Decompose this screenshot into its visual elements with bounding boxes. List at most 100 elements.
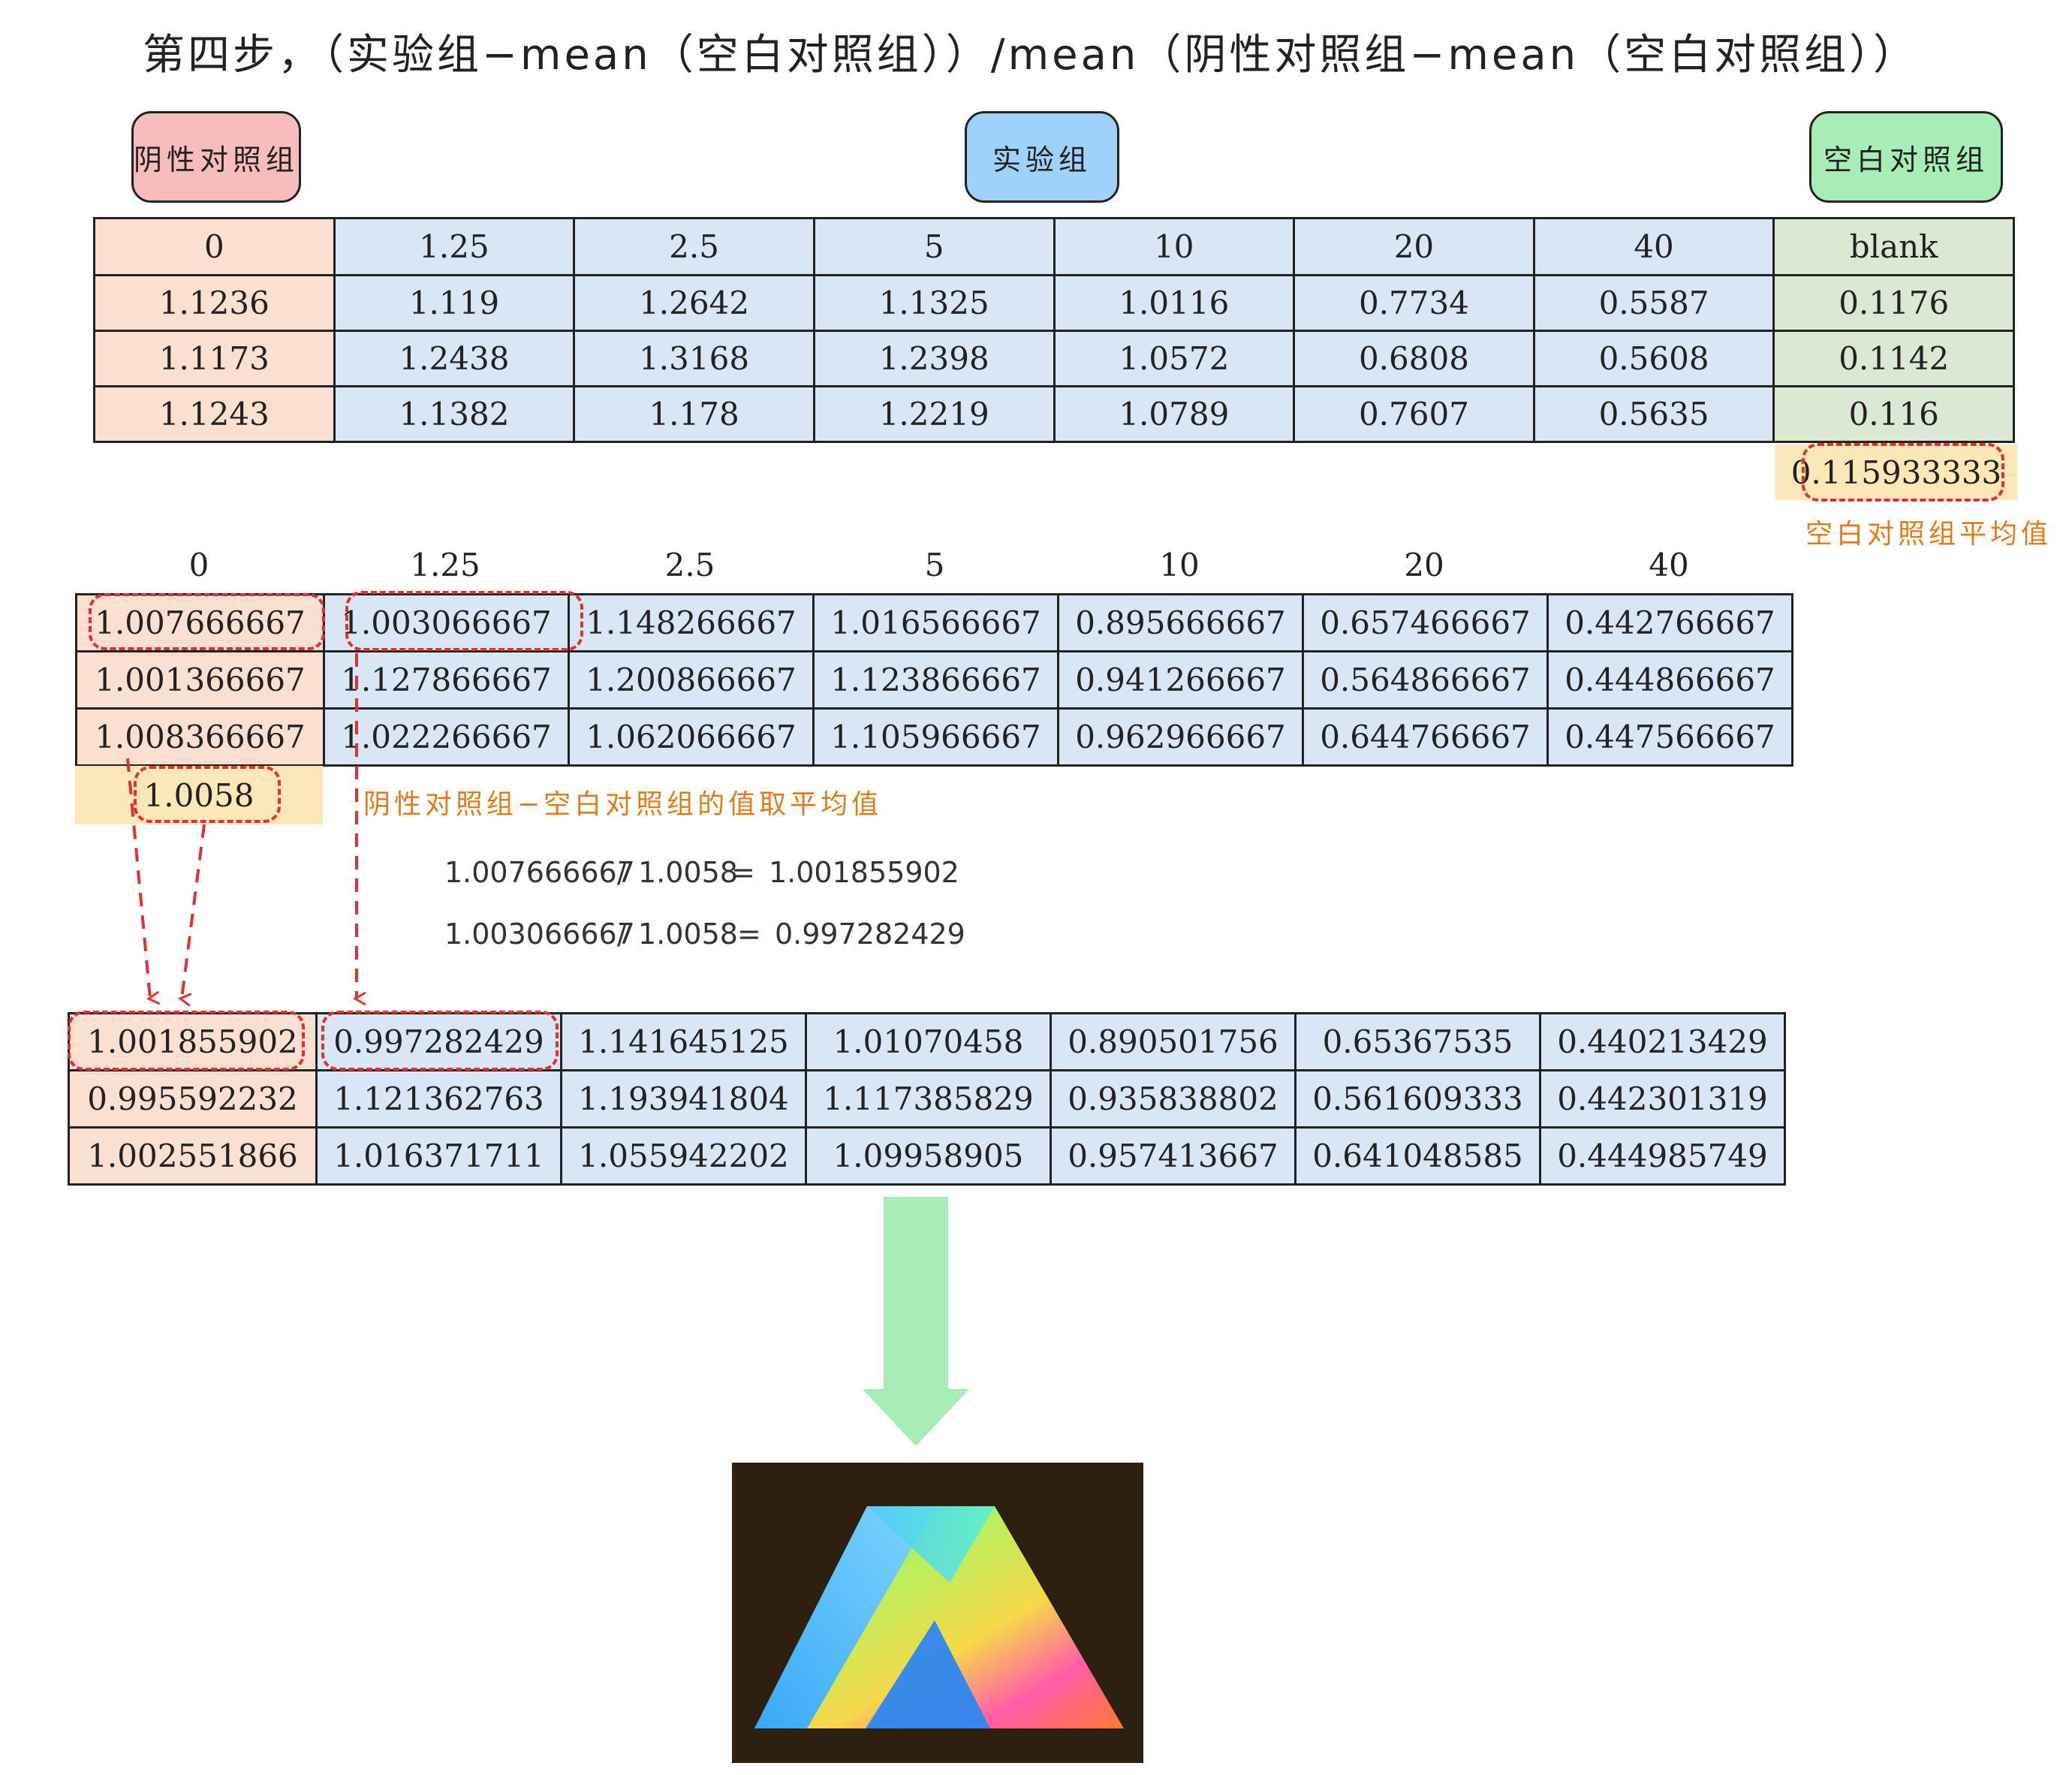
table-cell: 0.5635	[1532, 385, 1775, 443]
header-cell: 1.25	[333, 217, 576, 276]
table-cell: 0.995592232	[68, 1069, 318, 1129]
table-cell: 1.016566667	[812, 593, 1059, 652]
table-cell: 1.01070458	[805, 1012, 1052, 1071]
column-label: 0	[188, 547, 209, 583]
table-cell: 0.444866667	[1546, 650, 1793, 710]
table-cell: 0.895666667	[1057, 593, 1304, 652]
table-cell: 1.0789	[1053, 385, 1296, 443]
table-cell: 1.141645125	[560, 1012, 807, 1071]
table-cell: 1.062066667	[568, 707, 815, 767]
negative-group-label: 阴性对照组	[131, 111, 301, 203]
table-cell: 1.022266667	[323, 707, 570, 767]
table-cell: 1.007666667	[75, 593, 325, 652]
table-cell: 0.1142	[1772, 330, 2015, 387]
table-cell: 1.200866667	[568, 650, 815, 710]
negative-mean-value: 1.0058	[75, 766, 323, 824]
table-cell: 0.116	[1772, 385, 2015, 443]
table-cell: 0.442301319	[1539, 1069, 1786, 1129]
page-title: 第四步，（实验组−mean（空白对照组））/mean（阴性对照组−mean（空白…	[143, 31, 1919, 80]
table-cell: 1.1236	[93, 274, 336, 332]
table-cell: 1.2438	[333, 330, 576, 387]
table-cell: 1.0116	[1053, 274, 1296, 332]
header-cell: 2.5	[573, 217, 815, 276]
column-label: 10	[1159, 547, 1200, 583]
graphpad-prism-icon	[732, 1463, 1143, 1763]
blank-mean-label: 空白对照组平均值	[1805, 519, 2052, 550]
negative-mean-highlight	[134, 766, 281, 823]
arrow-neg-mean-down	[178, 824, 206, 1007]
table-cell: 0.6808	[1293, 330, 1535, 387]
table-cell: 1.016371711	[315, 1126, 562, 1186]
header-cell: 40	[1532, 217, 1775, 276]
arrow-neg-cell-down	[126, 758, 161, 1005]
table-cell: 0.5587	[1532, 274, 1775, 332]
table-cell: 0.5608	[1532, 330, 1775, 387]
calculation-1: 1.007666667 / 1.0058 = 1.001855902	[444, 856, 959, 889]
table-cell: 1.1243	[93, 385, 336, 443]
table-cell: 0.65367535	[1294, 1012, 1541, 1071]
column-label: 20	[1404, 547, 1444, 583]
table-cell: 0.957413667	[1050, 1126, 1297, 1186]
header-cell: 5	[812, 217, 1056, 276]
column-label: 2.5	[664, 547, 715, 583]
big-down-arrow	[863, 1197, 969, 1446]
table-cell: 0.442766667	[1546, 593, 1793, 652]
table-cell: 1.001855902	[68, 1012, 318, 1071]
table-cell: 1.003066667	[323, 593, 570, 652]
header-cell: 0	[93, 217, 336, 276]
highlight-neg-first-cell	[89, 593, 325, 650]
blank-mean-highlight	[1802, 443, 2004, 502]
table-cell: 1.1173	[93, 330, 336, 387]
table-cell: 1.1382	[333, 385, 576, 443]
table-cell: 1.127866667	[323, 650, 570, 710]
table-cell: 0.7607	[1293, 385, 1535, 443]
table-cell: 1.055942202	[560, 1126, 807, 1186]
table-cell: 1.148266667	[568, 593, 815, 652]
table-cell: 0.890501756	[1050, 1012, 1297, 1071]
table-cell: 1.001366667	[75, 650, 325, 710]
experimental-group-label: 实验组	[965, 111, 1119, 203]
table-cell: 0.657466667	[1302, 593, 1549, 652]
table-cell: 1.3168	[573, 330, 815, 387]
table-cell: 0.997282429	[315, 1012, 562, 1071]
column-label: 5	[924, 547, 945, 583]
blank-group-label: 空白对照组	[1809, 111, 2003, 203]
table-cell: 0.564866667	[1302, 650, 1549, 710]
header-cell: 10	[1053, 217, 1296, 276]
table-cell: 0.1176	[1772, 274, 2015, 332]
table-cell: 0.561609333	[1294, 1069, 1541, 1129]
highlight-result-neg-cell	[68, 1011, 305, 1071]
negative-mean-label: 阴性对照组−空白对照组的值取平均值	[363, 789, 883, 820]
table-cell: 0.962966667	[1057, 707, 1304, 767]
table-cell: 1.178	[573, 385, 815, 443]
table-cell: 0.444985749	[1539, 1126, 1786, 1186]
table-cell: 1.121362763	[315, 1069, 562, 1129]
table-cell: 0.941266667	[1057, 650, 1304, 710]
table-cell: 1.002551866	[68, 1126, 318, 1186]
table-cell: 1.119	[333, 274, 576, 332]
column-label: 40	[1649, 547, 1689, 583]
table-cell: 1.2219	[812, 385, 1056, 443]
highlight-result-exp-cell	[321, 1011, 559, 1071]
calculation-2: 1.003066667 / 1.0058 = 0.997282429	[444, 918, 965, 951]
table-cell: 0.644766667	[1302, 707, 1549, 767]
table-cell: 0.935838802	[1050, 1069, 1297, 1129]
table-cell: 0.641048585	[1294, 1126, 1541, 1186]
table-cell: 1.117385829	[805, 1069, 1052, 1129]
table-cell: 0.440213429	[1539, 1012, 1786, 1071]
column-label: 1.25	[410, 547, 480, 583]
table-cell: 1.2642	[573, 274, 815, 332]
